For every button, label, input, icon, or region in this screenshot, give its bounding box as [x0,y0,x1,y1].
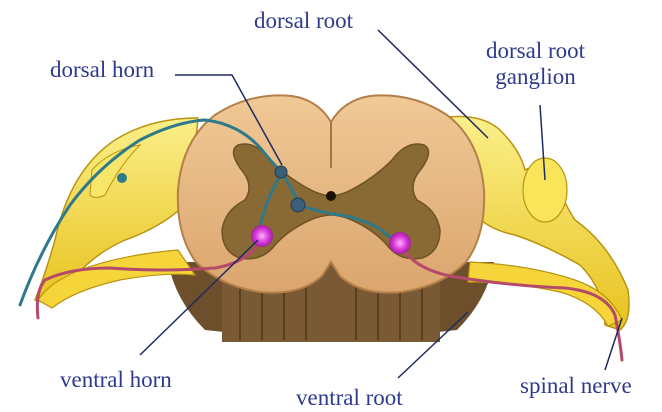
label-dorsal-root-ganglion: dorsal root ganglion [486,38,585,90]
label-spinal-nerve: spinal nerve [520,373,632,399]
dorsal-horn-synapse [275,166,287,178]
label-ventral-horn: ventral horn [60,367,172,393]
ventral-horn-motor-neuron-right [389,232,411,254]
interneuron-cell-body [291,198,305,212]
dorsal-root-ganglion [523,158,567,222]
label-drg-line1: dorsal root [486,38,585,64]
label-drg-line2: ganglion [486,64,585,90]
label-dorsal-root: dorsal root [254,8,353,34]
sensory-neuron-cell-body [117,173,127,183]
central-canal [326,191,336,201]
label-dorsal-horn: dorsal horn [50,57,154,83]
label-ventral-root: ventral root [296,385,403,411]
